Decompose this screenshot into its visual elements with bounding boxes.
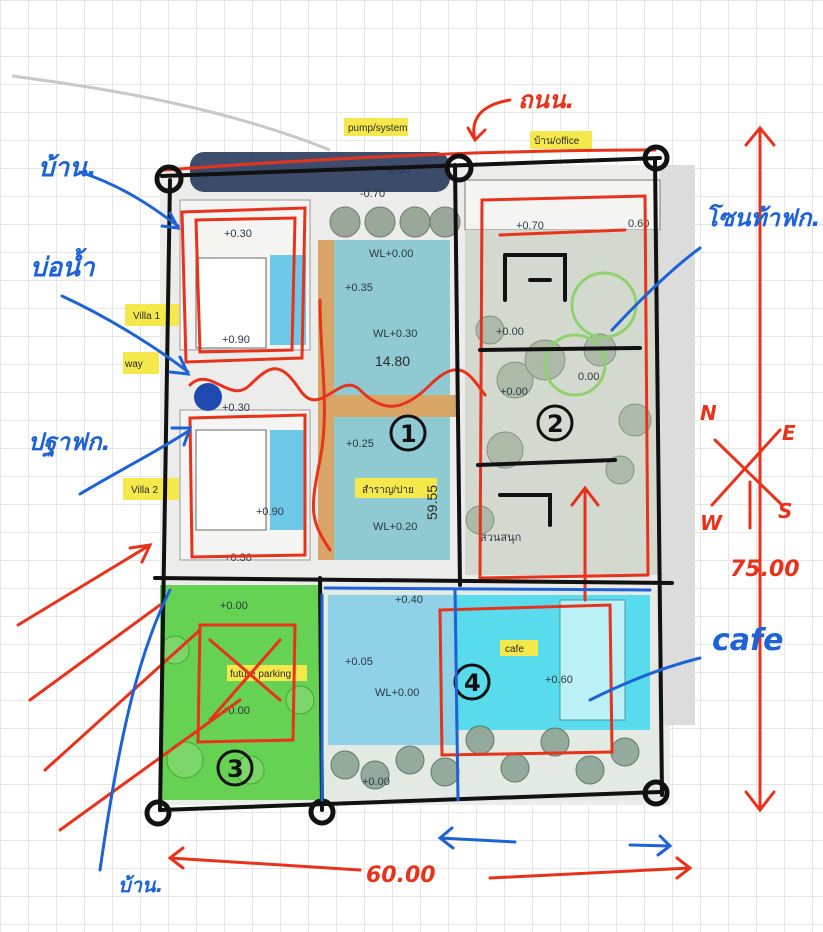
level-label: WL+0.30 <box>373 328 417 340</box>
pool-4 <box>328 595 458 745</box>
zone-markers: 1 2 3 4 <box>216 404 574 787</box>
level-label: +0.60 <box>545 674 573 686</box>
zone-1-label: 1 <box>400 420 417 448</box>
level-label: +0.70 <box>516 220 544 232</box>
red-sketch <box>16 98 784 880</box>
zone-3-label: 3 <box>227 755 244 783</box>
plan-tags: pump/system บ้าน/office Villa 1 way Vill… <box>123 118 592 681</box>
note-road: ถนน. <box>518 86 574 114</box>
level-label: +0.05 <box>345 656 373 668</box>
level-label: +0.25 <box>346 438 374 450</box>
level-label: +0.00 <box>362 776 390 788</box>
tag-pump: pump/system <box>348 123 407 134</box>
compass-s: S <box>778 499 792 523</box>
level-label: +0.00 <box>496 326 524 338</box>
pool-1-top <box>330 240 450 405</box>
base-plan <box>160 152 695 805</box>
level-label: +0.30 <box>222 402 250 414</box>
tag-way: way <box>124 359 143 370</box>
grid-nodes <box>144 144 670 827</box>
compass-n: N <box>700 401 717 425</box>
level-label: 0.00 <box>578 371 599 383</box>
tag-parking: future parking <box>230 669 291 680</box>
compass-e: E <box>782 421 796 445</box>
level-label: WL+0.20 <box>373 521 417 533</box>
lawn-label: สวนสนุก <box>480 532 521 544</box>
level-label: +0.30 <box>224 552 252 564</box>
zone-2-label: 2 <box>547 410 564 438</box>
level-label: +0.00 <box>500 386 528 398</box>
note-wind-zone: โซนท้าฟก. <box>705 203 821 232</box>
note-cafe: cafe <box>712 623 783 658</box>
level-label: +0.00 <box>220 600 248 612</box>
note-wastewater: บ่อน้ำ <box>30 247 96 283</box>
site-depth-dim: 59.55 <box>424 485 440 520</box>
tag-cafe: cafe <box>505 644 524 655</box>
level-label: +0.30 <box>224 228 252 240</box>
pool-width-dim: 14.80 <box>375 353 410 369</box>
tag-sala: สำราญ/ปาย <box>362 485 414 496</box>
tag-villa-2: Villa 2 <box>131 485 158 496</box>
level-label: +0.40 <box>395 594 423 606</box>
level-label: +0.35 <box>345 282 373 294</box>
level-label: +0.90 <box>256 506 284 518</box>
level-label: -0.70 <box>360 188 385 200</box>
level-label: WL+0.00 <box>369 248 413 260</box>
note-house: บ้าน. <box>38 153 97 183</box>
level-label: +0.90 <box>222 334 250 346</box>
tag-villa-1: Villa 1 <box>133 311 160 322</box>
note-neighbor: บ้าน. <box>118 873 163 897</box>
note-covered: ปฐาฟก. <box>28 428 111 458</box>
compass-w: W <box>700 511 723 535</box>
wastewater-marker <box>194 383 222 411</box>
blue-sketch <box>60 170 702 872</box>
level-label: WL+0.00 <box>375 687 419 699</box>
handwritten-notes: ถนน. บ้าน. บ่อน้ำ ปฐาฟก. โซนท้าฟก. cafe … <box>28 86 821 897</box>
tag-office: บ้าน/office <box>534 135 580 147</box>
pencil-stroke <box>11 74 331 152</box>
zone-4-label: 4 <box>464 669 481 697</box>
level-labels: -0.60 -0.70 +0.70 0.60 +0.30 +0.35 WL+0.… <box>220 164 649 788</box>
dim-depth: 75.00 <box>730 557 800 582</box>
dim-width: 60.00 <box>366 863 436 888</box>
